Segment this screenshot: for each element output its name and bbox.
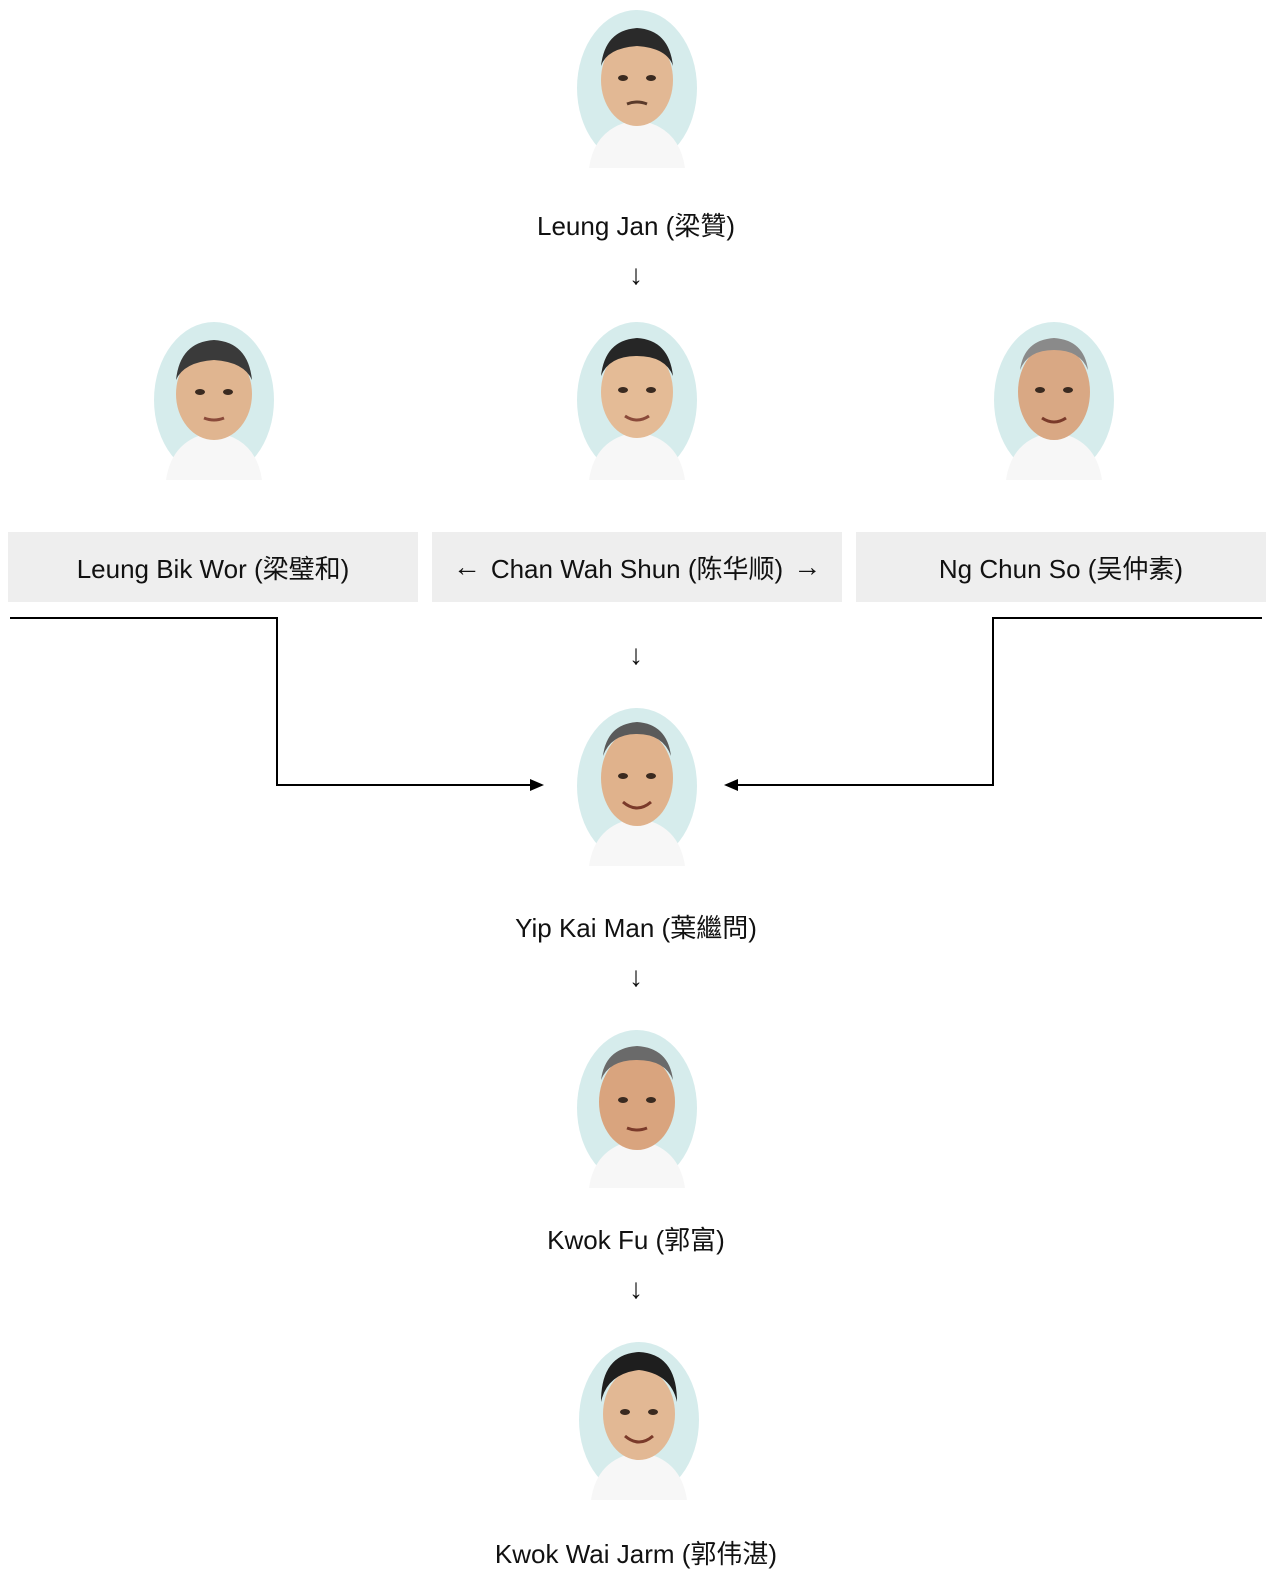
arrow-down-icon: ↓ bbox=[629, 1273, 643, 1304]
portrait-kwok-fu bbox=[575, 1028, 699, 1188]
portrait-ng-chun-so bbox=[992, 320, 1116, 480]
portrait-icon bbox=[579, 1342, 699, 1500]
arrow-right-icon: → bbox=[793, 551, 822, 582]
portrait-icon bbox=[577, 322, 697, 480]
name-yip-kai-man: Yip Kai Man (葉繼問) bbox=[515, 913, 757, 943]
name-leung-jan: Leung Jan (梁贊) bbox=[537, 211, 735, 241]
name-kwok-fu: Kwok Fu (郭富) bbox=[547, 1225, 725, 1255]
portrait-icon bbox=[577, 708, 697, 866]
portrait-leung-jan bbox=[575, 8, 699, 168]
arrow-down-icon: ↓ bbox=[629, 259, 643, 290]
portrait-icon bbox=[577, 10, 697, 168]
portrait-icon bbox=[577, 1030, 697, 1188]
connector-right bbox=[738, 617, 1262, 786]
portrait-yip-kai-man bbox=[575, 706, 699, 866]
portrait-icon bbox=[994, 322, 1114, 480]
connector-left bbox=[10, 617, 530, 786]
arrow-down-icon: ↓ bbox=[629, 961, 643, 992]
portrait-icon bbox=[154, 322, 274, 480]
portrait-chan-wah-shun bbox=[575, 320, 699, 480]
arrowhead-left-icon bbox=[724, 779, 738, 791]
name-kwok-wai-jarm: Kwok Wai Jarm (郭伟湛) bbox=[494, 1539, 778, 1569]
arrow-down-icon: ↓ bbox=[629, 639, 643, 670]
name-chan-wah-shun: Chan Wah Shun (陈华顺) bbox=[490, 553, 784, 584]
name-ng-chun-so: Ng Chun So (吴仲素) bbox=[938, 553, 1184, 584]
box-ng-chun-so: Ng Chun So (吴仲素) bbox=[856, 532, 1266, 602]
portrait-leung-bik-wor bbox=[152, 320, 276, 480]
name-leung-bik-wor: Leung Bik Wor (梁璧和) bbox=[76, 553, 350, 584]
box-leung-bik-wor: Leung Bik Wor (梁璧和) bbox=[8, 532, 418, 602]
box-chan-wah-shun: ← Chan Wah Shun (陈华顺) → bbox=[432, 532, 842, 602]
arrow-left-icon: ← bbox=[452, 551, 481, 582]
portrait-kwok-wai-jarm bbox=[577, 1340, 701, 1500]
arrowhead-right-icon bbox=[530, 779, 544, 791]
